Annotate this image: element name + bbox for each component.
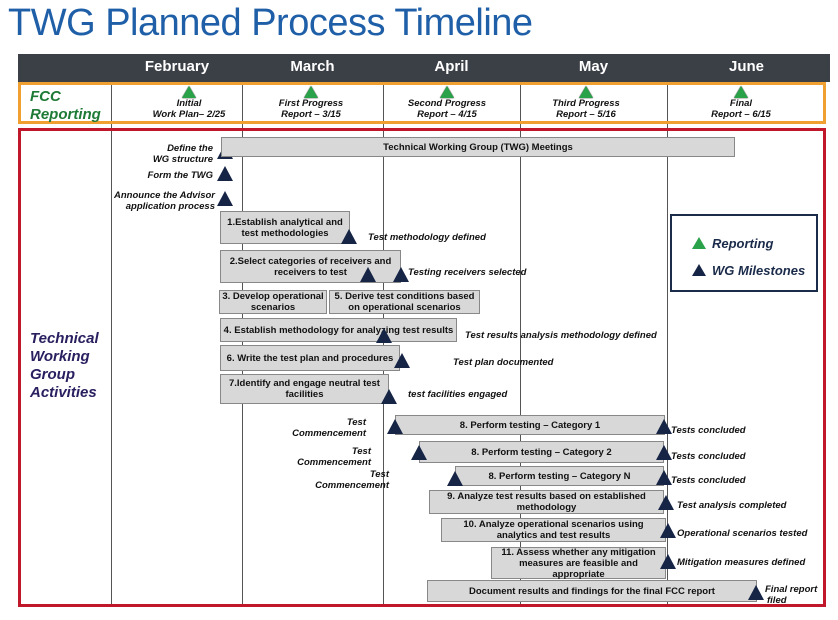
wg-milestone-triangle-icon bbox=[660, 523, 676, 538]
divider-line bbox=[242, 82, 243, 605]
wg-milestone-triangle-icon bbox=[394, 353, 410, 368]
wg-milestone-triangle-icon bbox=[217, 191, 233, 206]
wg-milestone-triangle-icon bbox=[658, 495, 674, 510]
wg-milestone-triangle-icon bbox=[341, 229, 357, 244]
wg-milestone-triangle-icon bbox=[411, 445, 427, 460]
milestone-label: Tests concluded bbox=[671, 425, 746, 436]
wg-milestone-triangle-icon bbox=[656, 419, 672, 434]
activity-9: 9. Analyze test results based on establi… bbox=[429, 490, 664, 514]
milestone-label: Tests concluded bbox=[671, 451, 746, 462]
month-header-bar bbox=[18, 54, 830, 82]
wg-milestone-triangle-icon bbox=[447, 471, 463, 486]
activity-7: 7.Identify and engage neutral test facil… bbox=[220, 374, 389, 404]
activity-4: 4. Establish methodology for analyzing t… bbox=[220, 318, 457, 342]
activity-1: 1.Establish analytical and test methodol… bbox=[220, 211, 350, 244]
divider-line bbox=[383, 82, 384, 605]
milestone-label: Operational scenarios tested bbox=[677, 528, 808, 539]
activity-8-cat2: 8. Perform testing – Category 2 bbox=[419, 441, 664, 463]
activity-11: 11. Assess whether any mitigation measur… bbox=[491, 547, 666, 580]
month-may: May bbox=[578, 58, 609, 75]
wg-milestone-triangle-icon bbox=[376, 328, 392, 343]
activity-twg-meetings: Technical Working Group (TWG) Meetings bbox=[221, 137, 735, 157]
month-february: February bbox=[144, 58, 210, 75]
activity-8-cat1: 8. Perform testing – Category 1 bbox=[395, 415, 665, 435]
activity-6: 6. Write the test plan and procedures bbox=[220, 345, 400, 371]
reporting-triangle-icon bbox=[734, 86, 748, 98]
wg-milestone-triangle-icon bbox=[393, 267, 409, 282]
page-title: TWG Planned Process Timeline bbox=[8, 2, 533, 44]
reporting-triangle-icon bbox=[182, 86, 196, 98]
legend: Reporting WG Milestones bbox=[670, 214, 818, 292]
milestone-label: test facilities engaged bbox=[408, 389, 508, 400]
month-june: June bbox=[728, 58, 764, 75]
milestone-label-form-twg: Form the TWG bbox=[147, 170, 213, 181]
fcc-reporting-box bbox=[18, 82, 826, 124]
legend-reporting: Reporting bbox=[712, 236, 774, 251]
activity-final-report: Document results and findings for the fi… bbox=[427, 580, 757, 602]
milestone-label: Mitigation measures defined bbox=[677, 557, 806, 568]
activity-8-catn: 8. Perform testing – Category N bbox=[455, 466, 664, 486]
wg-milestone-triangle-icon bbox=[360, 267, 376, 282]
activity-10: 10. Analyze operational scenarios using … bbox=[441, 518, 666, 542]
wg-milestone-triangle-icon bbox=[692, 264, 706, 276]
reporting-triangle-icon bbox=[579, 86, 593, 98]
divider-line bbox=[520, 82, 521, 605]
milestone-label: Tests concluded bbox=[671, 475, 746, 486]
reporting-triangle-icon bbox=[440, 86, 454, 98]
wg-milestone-triangle-icon bbox=[656, 470, 672, 485]
wg-milestone-triangle-icon bbox=[660, 554, 676, 569]
wg-milestone-triangle-icon bbox=[381, 389, 397, 404]
milestone-label: Testing receivers selected bbox=[408, 267, 527, 278]
month-march: March bbox=[290, 58, 335, 75]
divider-line bbox=[667, 82, 668, 605]
milestone-label: Test analysis completed bbox=[677, 500, 787, 511]
wg-milestone-triangle-icon bbox=[217, 166, 233, 181]
reporting-triangle-icon bbox=[304, 86, 318, 98]
activity-5: 5. Derive test conditions based on opera… bbox=[329, 290, 480, 314]
twg-activities-box bbox=[18, 128, 826, 607]
wg-milestone-triangle-icon bbox=[387, 419, 403, 434]
milestone-label: Test results analysis methodology define… bbox=[465, 330, 657, 341]
divider-line bbox=[111, 82, 112, 605]
milestone-label: Test plan documented bbox=[453, 357, 554, 368]
month-april: April bbox=[434, 58, 469, 75]
wg-milestone-triangle-icon bbox=[656, 445, 672, 460]
milestone-label: Test methodology defined bbox=[368, 232, 486, 243]
reporting-triangle-icon bbox=[692, 237, 706, 249]
legend-wg-milestones: WG Milestones bbox=[712, 263, 806, 278]
activity-3: 3. Develop operational scenarios bbox=[219, 290, 327, 314]
wg-milestone-triangle-icon bbox=[748, 585, 764, 600]
